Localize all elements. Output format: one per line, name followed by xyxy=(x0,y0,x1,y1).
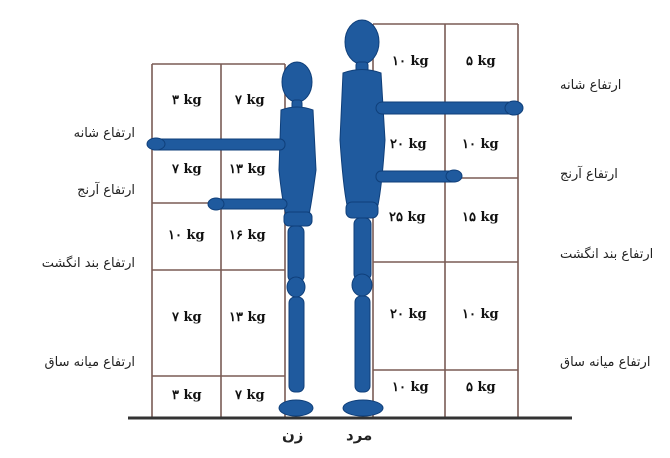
woman-inner-weight: ۱۳ kg xyxy=(229,162,266,177)
woman-knee xyxy=(286,276,306,298)
woman-head xyxy=(281,61,313,103)
woman-outer-weight: ۳ kg xyxy=(172,93,202,108)
man-torso xyxy=(339,69,386,206)
man-elbow-hand xyxy=(445,169,463,183)
man-inner-weight: ۲۵ kg xyxy=(389,210,426,225)
left-label-shoulder: ارتفاع شانه xyxy=(73,126,135,141)
woman-inner-weight: ۷ kg xyxy=(235,388,265,403)
man-caption: مرد xyxy=(346,426,373,444)
woman-inner-weight: ۱۳ kg xyxy=(229,310,266,325)
right-label-knuckle: ارتفاع بند انگشت xyxy=(560,247,654,262)
man-outer-weight: ۱۵ kg xyxy=(462,210,499,225)
woman-outstretched-hand xyxy=(146,137,166,151)
left-label-knuckle: ارتفاع بند انگشت xyxy=(41,256,135,271)
woman-outer-weight: ۱۰ kg xyxy=(168,228,205,243)
woman-mannequin-figure xyxy=(146,61,317,417)
man-outstretched-arm xyxy=(375,101,519,115)
woman-inner-weight: ۱۶ kg xyxy=(229,228,266,243)
woman-foot xyxy=(278,399,314,417)
man-inner-weight: ۱۰ kg xyxy=(392,54,429,69)
woman-torso xyxy=(278,106,317,216)
right-label-shoulder: ارتفاع شانه xyxy=(560,78,622,93)
man-foot xyxy=(342,399,384,417)
man-inner-weight: ۲۰ kg xyxy=(390,307,427,322)
man-inner-weight: ۲۰ kg xyxy=(390,137,427,152)
woman-outstretched-arm xyxy=(149,138,286,151)
man-thigh xyxy=(353,217,372,281)
woman-elbow-hand xyxy=(207,197,225,211)
woman-outer-weight: ۷ kg xyxy=(172,310,202,325)
left-label-elbow: ارتفاع آرنج xyxy=(77,183,135,198)
woman-hip xyxy=(283,211,313,227)
left-label-midshin: ارتفاع میانه ساق xyxy=(44,355,135,370)
man-knee xyxy=(351,273,373,297)
woman-thigh xyxy=(287,225,305,283)
man-inner-weight: ۱۰ kg xyxy=(392,380,429,395)
man-outer-weight: ۵ kg xyxy=(466,380,496,395)
right-label-midshin: ارتفاع میانه ساق xyxy=(560,355,651,370)
woman-outer-weight: ۳ kg xyxy=(172,388,202,403)
woman-caption: زن xyxy=(282,426,304,444)
man-mannequin-figure xyxy=(339,19,524,417)
man-head xyxy=(344,19,380,65)
right-label-elbow: ارتفاع آرنج xyxy=(560,167,618,182)
woman-inner-weight: ۷ kg xyxy=(235,93,265,108)
man-hip xyxy=(345,201,379,219)
man-outer-weight: ۵ kg xyxy=(466,54,496,69)
man-outstretched-hand xyxy=(504,100,524,116)
woman-shin xyxy=(288,296,305,393)
man-outer-weight: ۱۰ kg xyxy=(462,137,499,152)
man-shin xyxy=(354,295,371,393)
woman-outer-weight: ۷ kg xyxy=(172,162,202,177)
man-outer-weight: ۱۰ kg xyxy=(462,307,499,322)
